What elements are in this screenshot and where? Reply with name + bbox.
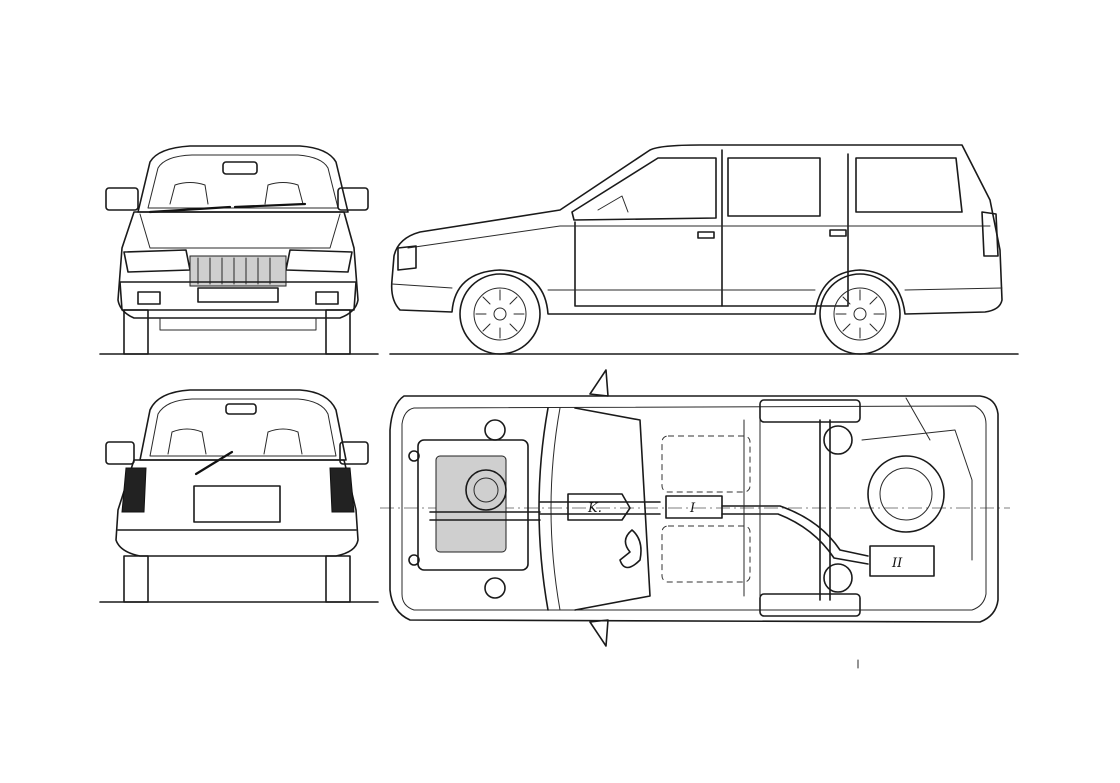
rear-wheel (819, 273, 901, 355)
wiper-right (233, 202, 307, 209)
headlight-left (123, 249, 191, 273)
underbody-outline (389, 395, 999, 623)
front-wheel-spokes (475, 289, 525, 339)
side-taillight (981, 211, 999, 257)
foglight-left (137, 291, 161, 305)
rear-headrest-left (167, 428, 207, 455)
crossmember (743, 419, 761, 597)
rear-axle (819, 419, 831, 601)
foglight-right (315, 291, 339, 305)
interior-mirror (225, 403, 257, 415)
under-mirror-bottom (589, 619, 609, 647)
headlight-right (285, 249, 353, 273)
front-axle (159, 317, 317, 331)
rear-wheel-right (325, 555, 351, 603)
rear-window (149, 398, 337, 457)
underbody-inner (401, 405, 987, 611)
front-wheel-left (123, 309, 149, 355)
rear-view-mirror (222, 161, 258, 175)
sill-top (759, 399, 861, 423)
exhaust-joint (619, 529, 642, 569)
windshield (147, 154, 339, 209)
firewall (538, 407, 549, 611)
under-mirror-top (589, 369, 609, 397)
front-wheel-right (325, 309, 351, 355)
label-ii: II (891, 556, 903, 571)
tunnel-front (574, 407, 651, 611)
headrest-left (169, 182, 209, 205)
mount-bottom (408, 554, 420, 566)
front-plate (197, 287, 279, 303)
rear-body (115, 459, 359, 557)
rear-spring-top (823, 425, 853, 455)
front-bumper (119, 281, 357, 311)
engine-bay (417, 439, 529, 571)
side-view (389, 144, 1019, 355)
firewall-inner (550, 407, 561, 611)
rear-spring-bottom (823, 563, 853, 593)
rear-view (99, 389, 379, 603)
mirror-left (105, 187, 139, 211)
rear-door (721, 153, 849, 307)
rear-mirror-left (105, 441, 135, 465)
rear-mirror-right (339, 441, 369, 465)
belt-line (407, 225, 991, 249)
mirror-right (337, 187, 369, 211)
flywheel (465, 469, 507, 511)
taillight-right (329, 467, 355, 513)
rear-wheel-hub (853, 307, 867, 321)
sill-bottom (759, 593, 861, 617)
driveshaft (429, 511, 541, 521)
label-i: I (689, 501, 696, 516)
side-body (390, 144, 1003, 315)
grille-bars (197, 257, 271, 285)
headrest-right (264, 182, 304, 205)
taillight-left (121, 467, 147, 513)
middle-silencer (665, 495, 723, 519)
flywheel-inner (473, 477, 499, 503)
front-body (117, 211, 359, 319)
exhaust-pipe-rear (721, 505, 869, 557)
quarter-window (855, 157, 963, 213)
fuel-line (905, 397, 931, 441)
rear-door-window (727, 157, 821, 217)
front-view (99, 145, 379, 355)
catalytic-converter (567, 493, 631, 521)
front-door-handle (697, 231, 715, 239)
floor-pan-front-left (661, 435, 751, 493)
front-door-window (571, 157, 717, 221)
rear-headrest-right (263, 428, 303, 455)
rear-wheel-rim (833, 287, 887, 341)
rear-door-handle (829, 229, 847, 237)
front-wheel-hub (493, 307, 507, 321)
rear-wheel-spokes (835, 289, 885, 339)
rear-floor-line (861, 429, 973, 561)
strut-bottom (484, 577, 506, 599)
exhaust-pipe-front (539, 501, 661, 515)
front-door (574, 149, 723, 307)
spare-wheel (879, 467, 933, 521)
mount-top (408, 450, 420, 462)
underside-view: K. I II (380, 369, 1010, 669)
rear-silencer (869, 545, 935, 577)
rear-wiper (194, 450, 234, 476)
hood-line (139, 213, 341, 249)
rear-plate (193, 485, 281, 523)
strut-top (484, 419, 506, 441)
label-k: K. (587, 501, 602, 516)
front-cabin (137, 145, 349, 213)
rub-strip (391, 283, 1003, 291)
wiper-left (148, 205, 232, 214)
side-headlight (397, 245, 417, 271)
exhaust-pipe-rear-2 (721, 513, 869, 565)
rear-wheel-left (123, 555, 149, 603)
spare-wheel-well (867, 455, 945, 533)
front-wheel-rim (473, 287, 527, 341)
front-wheel (459, 273, 541, 355)
rear-cabin (139, 389, 347, 461)
side-mirror (597, 195, 629, 213)
floor-pan-front-right (661, 525, 751, 583)
